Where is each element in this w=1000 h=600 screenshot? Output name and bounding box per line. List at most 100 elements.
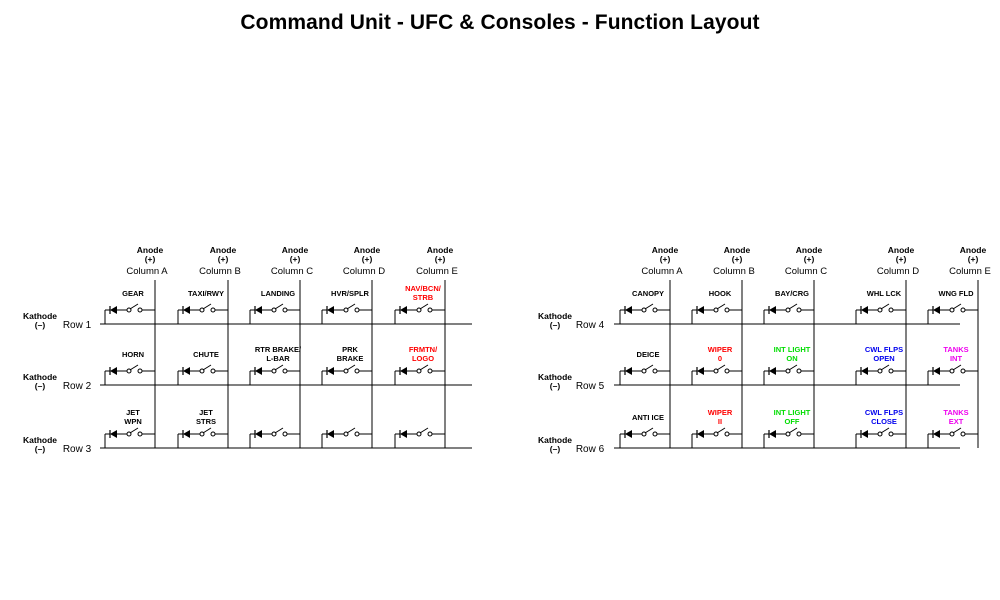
kathode-label: Kathode [23, 372, 57, 382]
kathode-polarity: (–) [550, 444, 561, 454]
switch-contact [652, 431, 658, 437]
column-label: Column D [343, 266, 385, 277]
anode-polarity: (+) [362, 254, 373, 264]
matrix-cell: HOOK [691, 289, 742, 324]
switch-lever [346, 303, 356, 310]
switch-contact [210, 431, 216, 437]
switch-contact [724, 307, 730, 313]
anode-polarity: (+) [435, 254, 446, 264]
diode-triangle [697, 367, 704, 375]
function-label: WNG FLD [939, 289, 975, 298]
diode-triangle [400, 367, 407, 375]
switch-contact [960, 368, 966, 374]
column-label: Column C [785, 266, 827, 277]
function-label: WIPER [708, 345, 733, 354]
matrix-cell: CHUTE [177, 350, 228, 385]
function-label: STRB [413, 293, 434, 302]
function-label: INT LIGHT [774, 408, 811, 417]
diode-triangle [769, 367, 776, 375]
switch-lever [346, 427, 356, 434]
function-label: OFF [785, 417, 800, 426]
function-label: HVR/SPLR [331, 289, 370, 298]
row-label: Row 5 [576, 381, 605, 392]
column-header: Anode(+)Column A [641, 245, 683, 277]
matrix-cell [321, 427, 372, 448]
switch-contact [210, 368, 216, 374]
switch-contact [137, 431, 143, 437]
matrix-cell: ANTI ICE [619, 413, 670, 448]
diode-triangle [933, 430, 940, 438]
matrix-cell [394, 427, 445, 448]
switch-lever [880, 427, 890, 434]
anode-polarity: (+) [145, 254, 156, 264]
anode-label: Anode [427, 245, 454, 255]
function-label: ANTI ICE [632, 413, 664, 422]
switch-contact [652, 368, 658, 374]
anode-label: Anode [282, 245, 309, 255]
matrix-cell: TAXI/RWY [177, 289, 228, 324]
switch-contact [282, 307, 288, 313]
kathode-polarity: (–) [35, 444, 46, 454]
kathode-polarity: (–) [35, 381, 46, 391]
kathode-label: Kathode [23, 435, 57, 445]
row-label: Row 4 [576, 320, 605, 331]
matrix-cell: RTR BRAKE/L-BAR [249, 345, 302, 385]
column-label: Column A [126, 266, 168, 277]
switch-contact [354, 307, 360, 313]
function-label: II [718, 417, 722, 426]
diode-triangle [327, 430, 334, 438]
matrix-cell: LANDING [249, 289, 300, 324]
switch-lever [202, 364, 212, 371]
switch-contact [724, 368, 730, 374]
function-label: JET [199, 408, 213, 417]
function-label: HORN [122, 350, 144, 359]
function-label: L-BAR [266, 354, 290, 363]
row-label: Row 3 [63, 444, 92, 455]
switch-contact [652, 307, 658, 313]
column-header: Anode(+)Column A [126, 245, 168, 277]
matrix-cell: CANOPY [619, 289, 670, 324]
column-label: Column D [877, 266, 919, 277]
switch-lever [716, 427, 726, 434]
function-label: STRS [196, 417, 216, 426]
matrix-cell: WNG FLD [927, 289, 978, 324]
matrix-cell: HORN [104, 350, 155, 385]
function-label: BAY/CRG [775, 289, 809, 298]
diode-triangle [861, 367, 868, 375]
column-label: Column C [271, 266, 313, 277]
function-label: PRK [342, 345, 358, 354]
diode-triangle [400, 306, 407, 314]
kathode-polarity: (–) [550, 381, 561, 391]
switch-lever [129, 303, 139, 310]
diode-triangle [400, 430, 407, 438]
anode-label: Anode [724, 245, 751, 255]
column-label: Column B [713, 266, 755, 277]
diode-triangle [697, 430, 704, 438]
switch-lever [952, 303, 962, 310]
function-label: CWL FLPS [865, 408, 903, 417]
function-label: INT [950, 354, 963, 363]
switch-contact [796, 307, 802, 313]
matrix-cell: DEICE [619, 350, 670, 385]
anode-polarity: (+) [218, 254, 229, 264]
function-label: CLOSE [871, 417, 897, 426]
kathode-polarity: (–) [550, 320, 561, 330]
switch-lever [274, 303, 284, 310]
switch-lever [880, 303, 890, 310]
anode-label: Anode [960, 245, 987, 255]
switch-lever [202, 427, 212, 434]
kathode-label: Kathode [538, 372, 572, 382]
switch-contact [427, 431, 433, 437]
switch-lever [952, 427, 962, 434]
matrix-cell [249, 427, 300, 448]
column-header: Anode(+)Column D [877, 245, 919, 277]
